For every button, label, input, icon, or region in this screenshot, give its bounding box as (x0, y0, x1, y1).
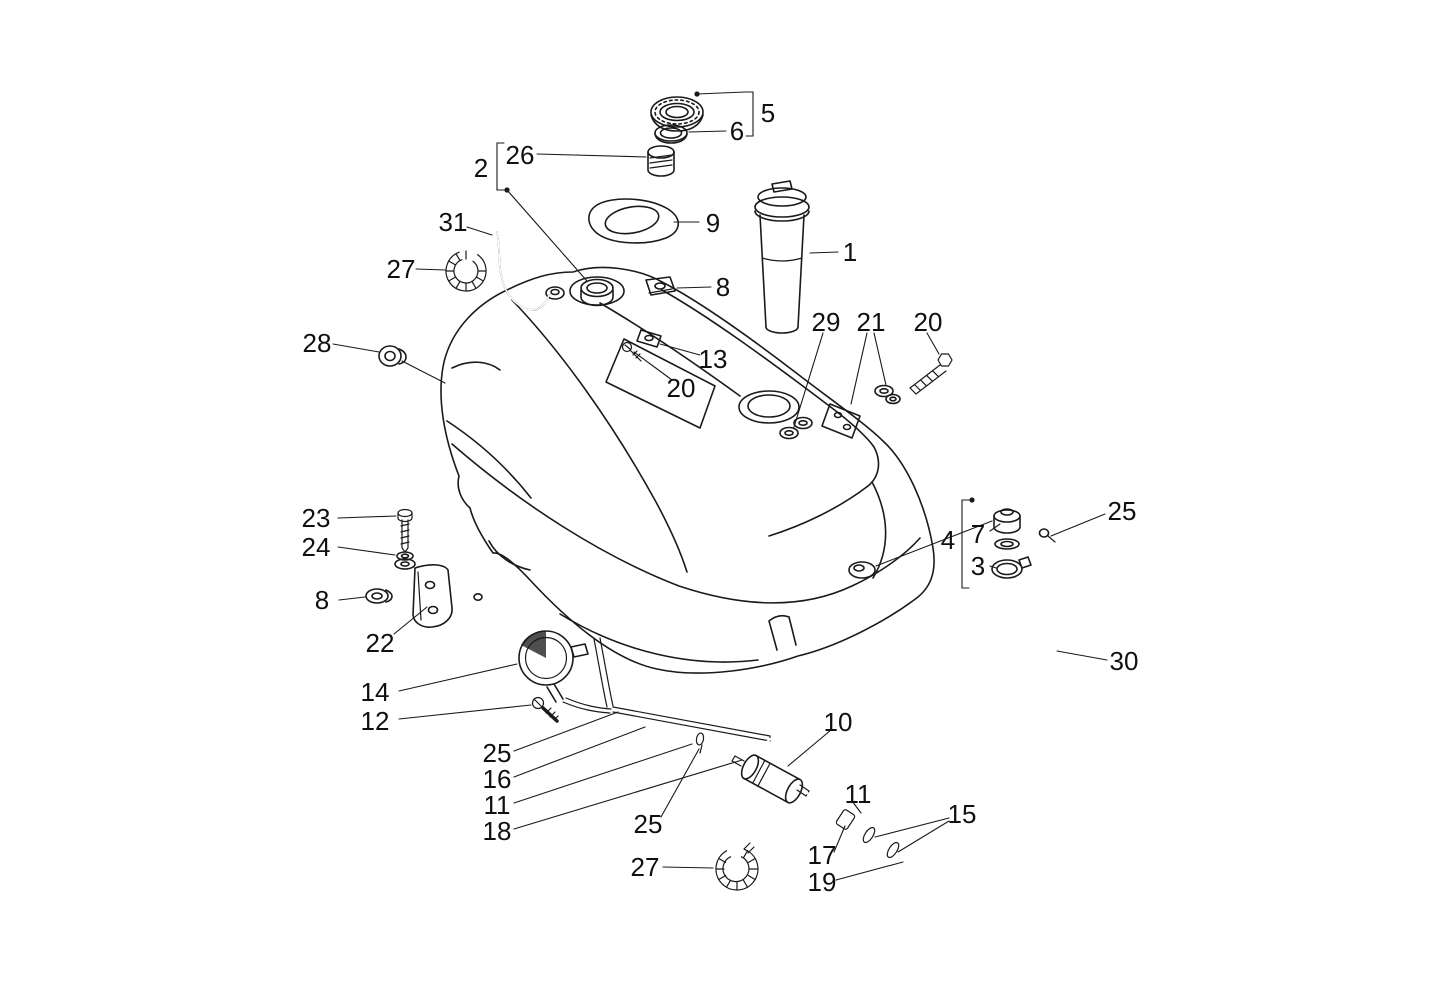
callout-4: 4 (941, 525, 955, 555)
callout-1: 1 (843, 237, 857, 267)
callout-28: 28 (303, 328, 332, 358)
part-bolt-20-right (909, 353, 953, 395)
callout-16: 16 (483, 764, 512, 794)
part-filler-neck-26 (647, 145, 675, 177)
callout-8-left: 8 (315, 585, 329, 615)
callout-7: 7 (971, 519, 985, 549)
part-bracket-8-top (645, 276, 676, 296)
callout-27-top: 27 (387, 254, 416, 284)
callout-9: 9 (706, 208, 720, 238)
callout-30: 30 (1110, 646, 1139, 676)
part-clip-25-right (1038, 528, 1056, 543)
callout-3: 3 (971, 551, 985, 581)
callout-25-left: 25 (483, 738, 512, 768)
part-washers-29 (779, 416, 813, 440)
part-screw-12 (531, 696, 559, 723)
callout-13: 13 (699, 344, 728, 374)
part-nut-17 (835, 809, 856, 830)
part-clip-13 (636, 329, 662, 348)
part-fuel-cap (650, 96, 704, 132)
part-clamp-27-top (445, 250, 487, 292)
part-clamp-27-bottom (715, 842, 759, 891)
part-cap-ring (654, 124, 688, 144)
callout-25-right: 25 (1108, 496, 1137, 526)
callout-15: 15 (948, 799, 977, 829)
vent-hose-31 (496, 231, 550, 311)
part-clip-25-mid (695, 732, 705, 754)
part-fuel-sender-1 (754, 180, 810, 334)
callout-20-right: 20 (914, 307, 943, 337)
part-fuel-valve-14 (518, 630, 589, 703)
callout-27-bottom: 27 (631, 852, 660, 882)
callout-26: 26 (506, 140, 535, 170)
callout-21: 21 (857, 307, 886, 337)
callout-10: 10 (824, 707, 853, 737)
part-clamps-15 (862, 826, 900, 859)
part-bracket-22 (412, 564, 453, 628)
callout-6: 6 (730, 116, 744, 146)
callout-5: 5 (761, 98, 775, 128)
tube-tank-to-valve (562, 637, 771, 742)
part-washers-24 (394, 551, 416, 570)
part-fuel-filter-10 (731, 754, 810, 804)
fuel-hose-30 (473, 540, 1049, 701)
callout-12: 12 (361, 706, 390, 736)
callout-19: 19 (808, 867, 837, 897)
callout-25-mid: 25 (634, 809, 663, 839)
callout-8-top: 8 (716, 272, 730, 302)
callout-20-mid: 20 (667, 373, 696, 403)
part-screw-20-mid (621, 341, 642, 362)
hose-18 (735, 737, 772, 762)
part-grommet-8-left (365, 588, 393, 604)
callout-2: 2 (474, 153, 488, 183)
part-screw-23 (397, 508, 413, 553)
callout-22: 22 (366, 628, 395, 658)
leader-lines (332, 91, 1108, 881)
part-gasket-9 (588, 198, 680, 244)
callout-11-right: 11 (845, 779, 872, 809)
callout-29: 29 (812, 307, 841, 337)
part-bracket-21 (821, 384, 901, 439)
tank-body (440, 266, 935, 674)
callout-14: 14 (361, 677, 390, 707)
callout-18: 18 (483, 816, 512, 846)
callout-23: 23 (302, 503, 331, 533)
part-clamp-3 (991, 556, 1032, 579)
callout-24: 24 (302, 532, 331, 562)
callout-11-left: 11 (484, 790, 511, 820)
part-grommet-28 (378, 345, 407, 367)
part-cap-7 (993, 508, 1021, 550)
callout-labels: 5 6 26 2 31 9 1 27 8 29 21 20 28 13 20 2… (302, 98, 1139, 897)
callout-17: 17 (808, 840, 837, 870)
hose-19 (896, 852, 949, 888)
callout-31: 31 (439, 207, 468, 237)
